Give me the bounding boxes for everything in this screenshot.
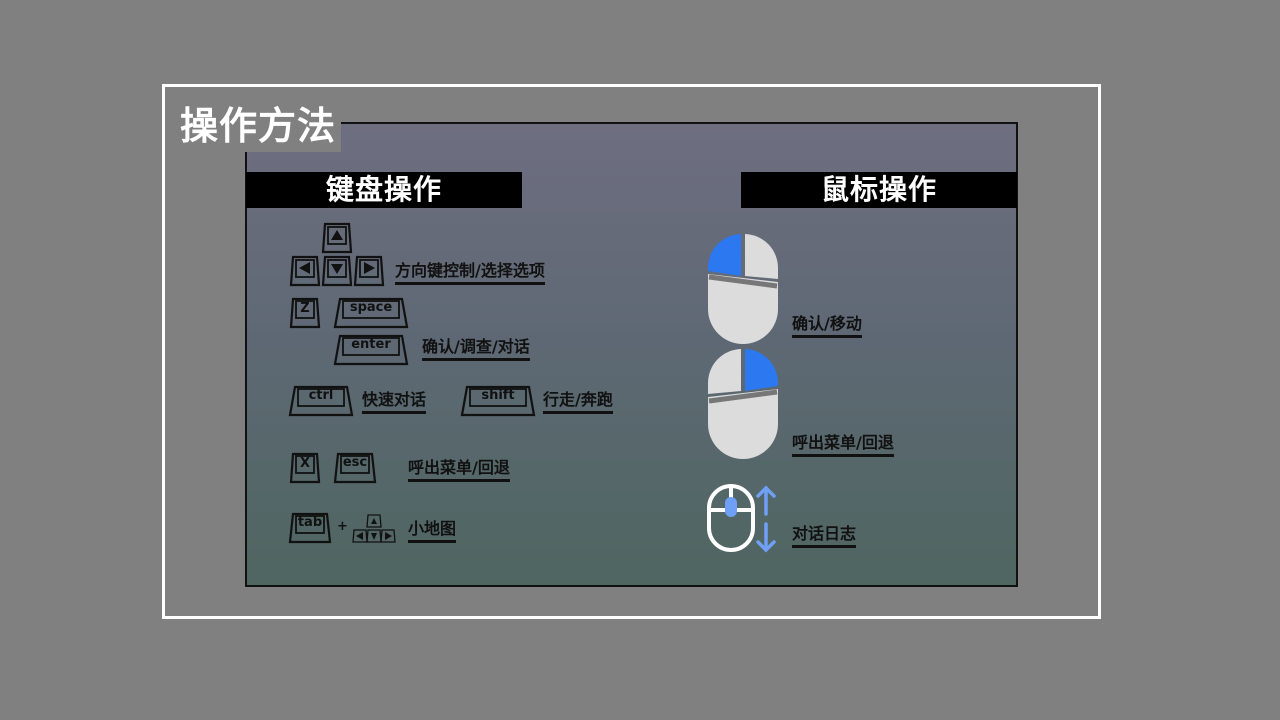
small-arrow-keys-icon [352,514,396,544]
shift-key-action: 行走/奔跑 [543,390,613,414]
esc-key-label: esc [342,455,368,470]
page-title: 操作方法 [170,100,341,152]
z-key-label: Z [300,301,310,316]
mouse-right-click-icon [706,349,780,459]
arrow-keys-action: 方向键控制/选择选项 [395,261,545,285]
z-key: Z [289,297,321,329]
ctrl-key-action: 快速对话 [362,390,427,414]
arrow-left-key [289,255,321,287]
arrow-right-key [353,255,385,287]
shift-key-label: shift [481,388,515,403]
enter-key-action: 确认/调查/对话 [422,337,530,361]
space-key-label: space [349,300,393,315]
enter-key: enter [333,334,409,366]
left-click-action: 确认/移动 [792,314,862,338]
mouse-left-click-icon [706,234,780,344]
keyboard-section-title: 键盘操作 [246,172,522,208]
shift-key: shift [460,385,536,417]
enter-key-label: enter [351,337,391,352]
tab-key: tab [288,512,332,544]
plus-sign: + [337,519,348,534]
tab-key-label: tab [297,515,323,530]
x-key-label: X [299,456,311,471]
outer-frame [162,84,1101,619]
ctrl-key-label: ctrl [308,388,334,403]
x-key: X [289,452,321,484]
arrow-down-key [321,255,353,287]
right-click-action: 呼出菜单/回退 [792,433,894,457]
esc-key: esc [333,452,377,484]
space-key: space [333,297,409,329]
scroll-action: 对话日志 [792,524,857,548]
mouse-section-title: 鼠标操作 [741,172,1017,208]
mouse-scroll-icon [706,484,780,554]
x-esc-action: 呼出菜单/回退 [408,458,510,482]
ctrl-key: ctrl [288,385,354,417]
tab-key-action: 小地图 [408,519,457,543]
arrow-up-key [321,222,353,254]
